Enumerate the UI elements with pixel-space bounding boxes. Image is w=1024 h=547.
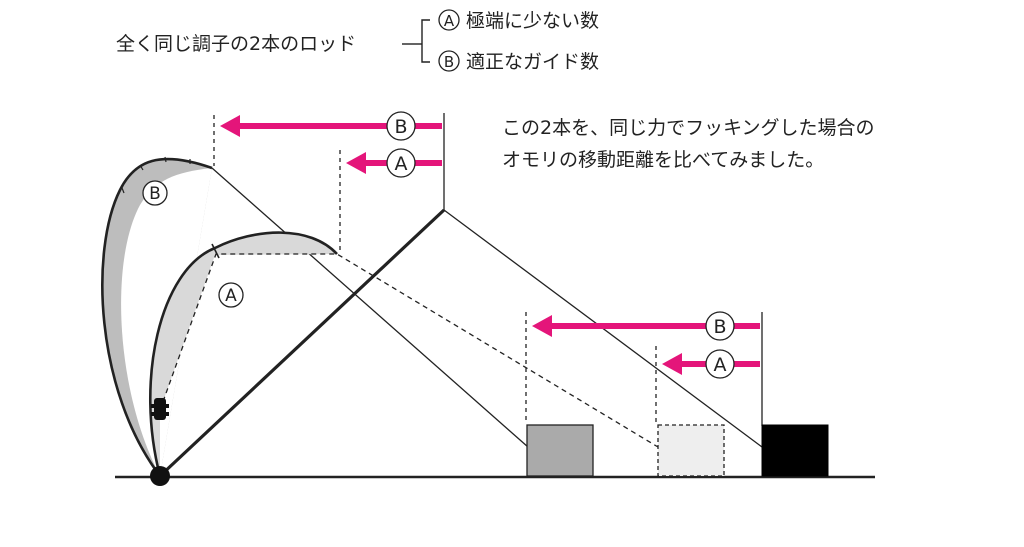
header-option-b: B 適正なガイド数 (438, 50, 599, 73)
rod-butt-pivot (150, 466, 170, 486)
rod-a-bend-fill (150, 232, 337, 476)
weight-a (657, 424, 725, 477)
option-a-circle (438, 9, 460, 31)
rod-a-guide (211, 243, 220, 259)
caption-line-2: オモリの移動距離を比べてみました。 (502, 149, 824, 171)
rod-a-label-text: A (225, 286, 237, 306)
option-b-circle (438, 50, 460, 72)
rod-b-label-text: B (149, 184, 161, 204)
header-option-a: A 極端に少ない数 (438, 9, 599, 32)
bottom-arrow-b-label: B (713, 316, 726, 338)
rod-b-curve (101, 157, 213, 477)
weight-start (761, 424, 829, 477)
top-arrow-a: A (346, 148, 442, 178)
rod-b-line-to-weight (211, 167, 529, 448)
weight-b (526, 424, 594, 477)
rod-b-guides (121, 156, 191, 194)
rod-straight (158, 208, 446, 478)
header-title: 全く同じ調子の2本のロッド (116, 33, 356, 55)
rod-a-line-path (159, 253, 659, 448)
header-bracket (402, 19, 430, 63)
top-arrow-b: B (220, 111, 442, 141)
bottom-arrow-b: B (532, 311, 760, 341)
caption-line-1: この2本を、同じ力でフッキングした場合の (502, 117, 875, 139)
bottom-arrow-a: A (662, 349, 760, 379)
reel-icon (151, 398, 169, 420)
top-arrow-a-label: A (395, 153, 408, 175)
top-arrow-b-label: B (394, 116, 407, 138)
rod-a-label: A (218, 282, 244, 308)
option-b-mark: B (444, 53, 454, 71)
option-b-text: 適正なガイド数 (466, 51, 599, 73)
option-a-mark: A (444, 12, 455, 30)
rod-b-label: B (142, 180, 168, 206)
option-a-text: 極端に少ない数 (466, 10, 599, 32)
bottom-arrow-a-label: A (714, 354, 727, 376)
rod-a-curve (149, 231, 338, 477)
